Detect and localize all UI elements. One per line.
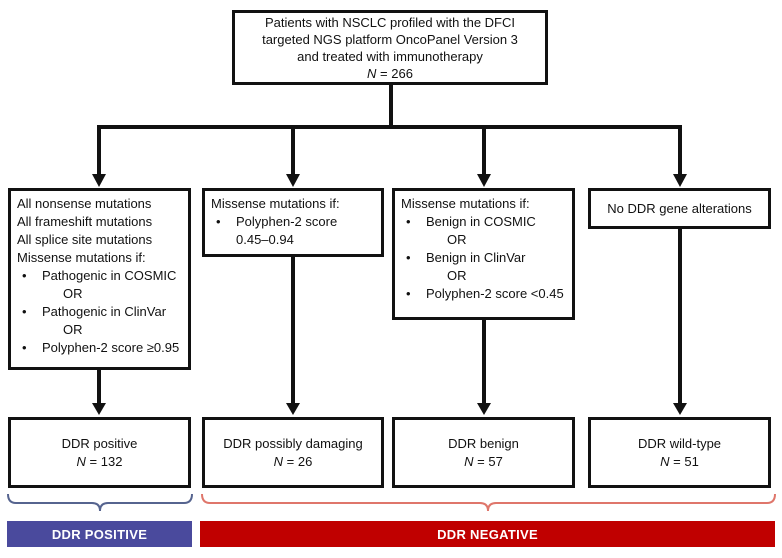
brace-ddr-positive bbox=[7, 493, 193, 512]
criteria-box-ddr-benign: Missense mutations if: •Benign in COSMIC… bbox=[392, 188, 575, 320]
criteria-bullet-line: •Pathogenic in ClinVar bbox=[17, 303, 182, 321]
bullet-icon: • bbox=[22, 340, 27, 355]
bullet-icon: • bbox=[406, 214, 411, 229]
outcome-label: DDR possibly damaging bbox=[223, 435, 363, 451]
outcome-box-ddr-possibly-damaging: DDR possibly damaging N = 26 bbox=[202, 417, 384, 488]
outcome-n-count: N = 57 bbox=[464, 453, 503, 469]
arrowheads-to-criteria bbox=[92, 174, 687, 187]
outcome-n-count: N = 132 bbox=[76, 453, 123, 469]
brace-ddr-negative bbox=[201, 493, 776, 512]
arrows-to-criteria bbox=[97, 125, 682, 175]
title-box: Patients with NSCLC profiled with the DF… bbox=[232, 10, 548, 85]
outcome-box-ddr-wild-type: DDR wild-type N = 51 bbox=[588, 417, 771, 488]
criteria-or-line: OR bbox=[63, 286, 83, 301]
criteria-line: Missense mutations if: bbox=[401, 196, 530, 211]
bullet-icon: • bbox=[22, 304, 27, 319]
criteria-line: All nonsense mutations bbox=[17, 196, 152, 211]
bullet-icon: • bbox=[406, 286, 411, 301]
criteria-box-ddr-wild-type: No DDR gene alterations bbox=[588, 188, 771, 229]
outcome-label: DDR benign bbox=[448, 435, 519, 451]
group-bar-label: DDR NEGATIVE bbox=[437, 526, 538, 542]
criteria-or-line: OR bbox=[447, 268, 467, 283]
criteria-bullet-line: •Pathogenic in COSMIC bbox=[17, 267, 182, 285]
criteria-line: No DDR gene alterations bbox=[607, 200, 752, 216]
group-bar-ddr-positive: DDR POSITIVE bbox=[7, 521, 192, 547]
group-bar-label: DDR POSITIVE bbox=[51, 526, 148, 542]
bullet-icon: • bbox=[22, 268, 27, 283]
outcome-n-count: N = 51 bbox=[660, 453, 699, 469]
bullet-icon: • bbox=[406, 250, 411, 265]
title-line: and treated with immunotherapy bbox=[297, 48, 483, 64]
outcome-label: DDR positive bbox=[61, 435, 138, 451]
criteria-bullet-line: •Benign in ClinVar bbox=[401, 249, 566, 267]
criteria-bullet-line: •Polyphen-2 score bbox=[211, 213, 375, 231]
title-line: targeted NGS platform OncoPanel Version … bbox=[262, 31, 518, 47]
outcome-n-count: N = 26 bbox=[273, 453, 313, 469]
title-n-count: N = 266 bbox=[367, 65, 413, 81]
criteria-or-line: OR bbox=[447, 232, 467, 247]
arrowheads-to-outcomes bbox=[92, 403, 687, 415]
criteria-line: Missense mutations if: bbox=[211, 196, 340, 211]
arrows-to-outcomes bbox=[97, 228, 682, 404]
criteria-cont-line: 0.45–0.94 bbox=[236, 232, 294, 247]
criteria-line: Missense mutations if: bbox=[17, 250, 146, 265]
criteria-bullet-line: •Polyphen-2 score <0.45 bbox=[401, 285, 566, 303]
criteria-or-line: OR bbox=[63, 322, 83, 337]
group-bar-ddr-negative: DDR NEGATIVE bbox=[200, 521, 775, 547]
outcome-box-ddr-benign: DDR benign N = 57 bbox=[392, 417, 575, 488]
criteria-line: All splice site mutations bbox=[17, 232, 153, 247]
title-line: Patients with NSCLC profiled with the DF… bbox=[265, 14, 515, 30]
criteria-line: All frameshift mutations bbox=[17, 214, 153, 229]
criteria-box-ddr-possibly-damaging: Missense mutations if: •Polyphen-2 score… bbox=[202, 188, 384, 257]
outcome-box-ddr-positive: DDR positive N = 132 bbox=[8, 417, 191, 488]
bullet-icon: • bbox=[216, 214, 221, 229]
outcome-label: DDR wild-type bbox=[637, 435, 722, 451]
criteria-bullet-line: •Benign in COSMIC bbox=[401, 213, 566, 231]
criteria-bullet-line: •Polyphen-2 score ≥0.95 bbox=[17, 339, 182, 357]
criteria-box-ddr-positive: All nonsense mutations All frameshift mu… bbox=[8, 188, 191, 370]
